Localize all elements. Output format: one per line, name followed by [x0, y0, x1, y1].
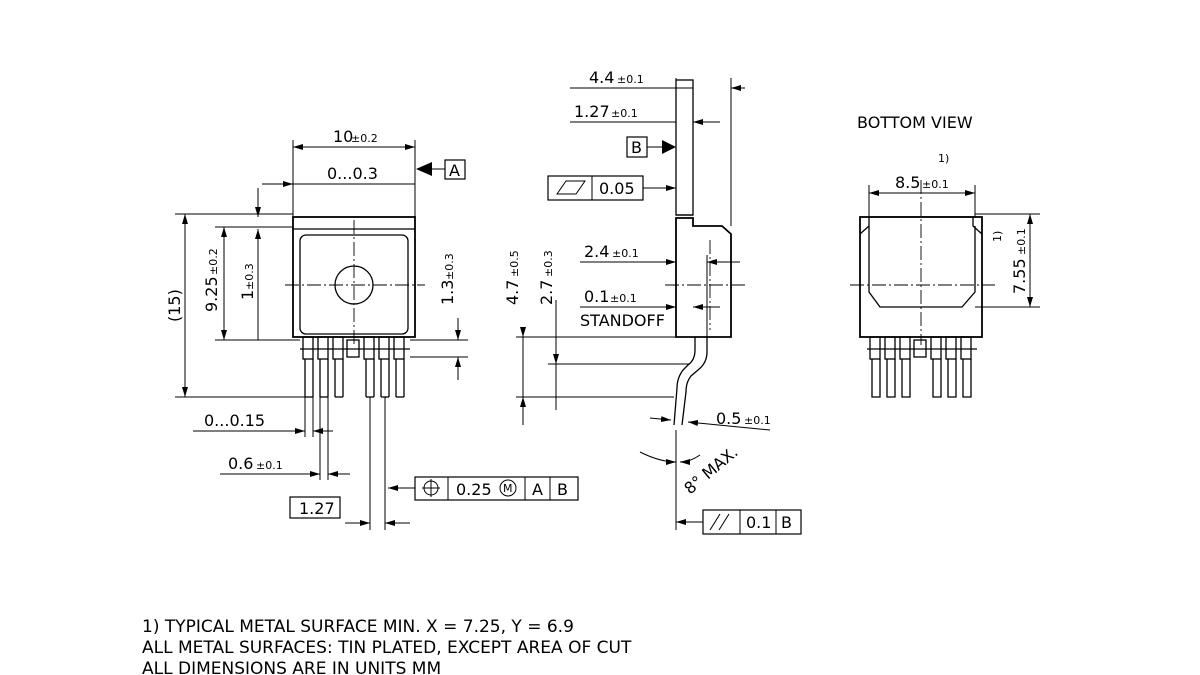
tab-step-tol: ±0.3 [243, 263, 256, 290]
pitch-label: 1.27 [299, 499, 335, 518]
angle-label: 8° MAX. [680, 442, 741, 498]
tab-offset-label: 0...0.3 [327, 164, 378, 183]
front-leads [300, 336, 410, 398]
bottom-width-tol: ±0.1 [922, 178, 949, 191]
datum-b: B [631, 138, 642, 157]
datum-a: A [449, 161, 460, 180]
lead-step-label: 1.3 [438, 280, 457, 305]
standoff-label: 0.1 [584, 287, 609, 306]
drawing-notes: 1) TYPICAL METAL SURFACE MIN. X = 7.25, … [142, 617, 1042, 675]
lead-offset-label: 0...0.15 [204, 411, 265, 430]
note-line: ALL DIMENSIONS ARE IN UNITS MM [142, 659, 442, 675]
lead-width-tol: ±0.1 [256, 459, 283, 472]
bottom-height-tol: ±0.1 [1015, 228, 1028, 255]
body-height-label: 9.25 [202, 276, 221, 312]
position-tolerance-frame: 0.25 M A B [414, 476, 579, 501]
lead-step-tol: ±0.3 [443, 253, 456, 280]
parallelism-ref: B [781, 513, 792, 532]
position-ref-a: A [532, 480, 543, 499]
side-body-height-tol: ±0.5 [508, 250, 521, 277]
total-thickness-label: 4.4 [589, 68, 614, 87]
mmc-icon [499, 479, 517, 497]
front-width-label: 10 [333, 127, 353, 146]
tab-thickness-tol: ±0.1 [611, 107, 638, 120]
parallelism-value: 0.1 [746, 513, 771, 532]
bottom-height-label: 7.55 [1010, 258, 1029, 294]
body-height-tol: ±0.2 [207, 248, 220, 275]
flatness-frame: 0.05 [547, 175, 644, 201]
bottom-view-title: BOTTOM VIEW [857, 113, 973, 132]
bottom-view: BOTTOM VIEW 1) [850, 113, 1040, 398]
parallelism-icon [709, 513, 721, 531]
mmc-modifier: M [503, 482, 513, 495]
front-width-tol: ±0.2 [351, 132, 378, 145]
front-view: 10 ±0.2 0...0.3 A (15) 9.25 ±0.2 1 ±0.3 [165, 127, 579, 530]
bottom-width-label: 8.5 [895, 173, 920, 192]
standoff-caption: STANDOFF [580, 311, 665, 330]
note-line: ALL METAL SURFACES: TIN PLATED, EXCEPT A… [142, 638, 632, 658]
parallelism-frame: 0.1 B [702, 509, 802, 535]
bottom-height-note: 1) [991, 231, 1004, 242]
lead-offset-side-label: 2.4 [584, 242, 609, 261]
flatness-icon [556, 180, 586, 195]
lead-thickness-tol: ±0.1 [744, 414, 771, 427]
total-height-label: (15) [165, 289, 184, 322]
tab-thickness-label: 1.27 [574, 102, 610, 121]
position-tol-value: 0.25 [456, 480, 492, 499]
lead-thickness-label: 0.5 [716, 409, 741, 428]
side-view: 4.4 ±0.1 1.27 ±0.1 B 0.05 4.7 ±0.5 [503, 68, 802, 535]
lead-height-label: 2.7 [537, 280, 556, 305]
bottom-note-ref: 1) [938, 152, 949, 165]
side-package-outline [673, 79, 732, 426]
standoff-tol: ±0.1 [610, 292, 637, 305]
lead-offset-side-tol: ±0.1 [612, 247, 639, 260]
tab-step-label: 1 [238, 290, 257, 300]
lead-height-tol: ±0.3 [542, 250, 555, 277]
bottom-leads [867, 336, 977, 398]
note-line: 1) TYPICAL METAL SURFACE MIN. X = 7.25, … [142, 617, 574, 637]
side-body-height-label: 4.7 [503, 280, 522, 305]
position-ref-b: B [557, 480, 568, 499]
total-thickness-tol: ±0.1 [617, 73, 644, 86]
flatness-value: 0.05 [599, 179, 635, 198]
lead-width-label: 0.6 [228, 454, 253, 473]
